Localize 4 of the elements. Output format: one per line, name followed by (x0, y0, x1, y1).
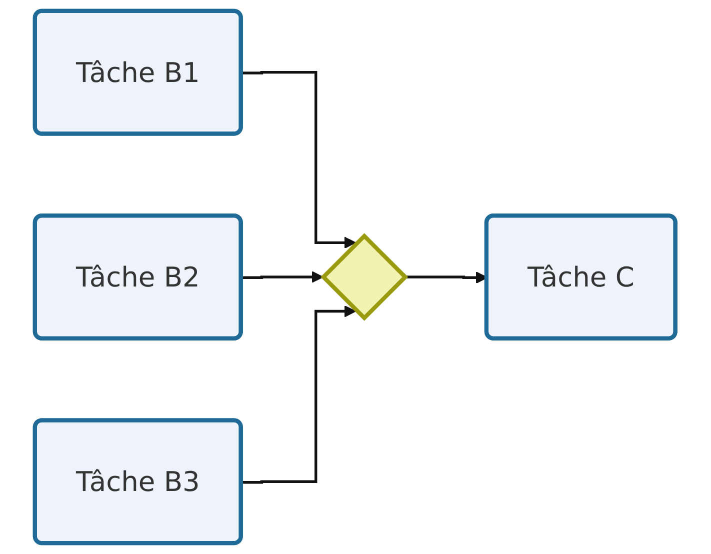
arrow (242, 70, 356, 249)
node-diamond (320, 233, 409, 321)
arrow (242, 271, 324, 283)
arrow (242, 305, 356, 484)
